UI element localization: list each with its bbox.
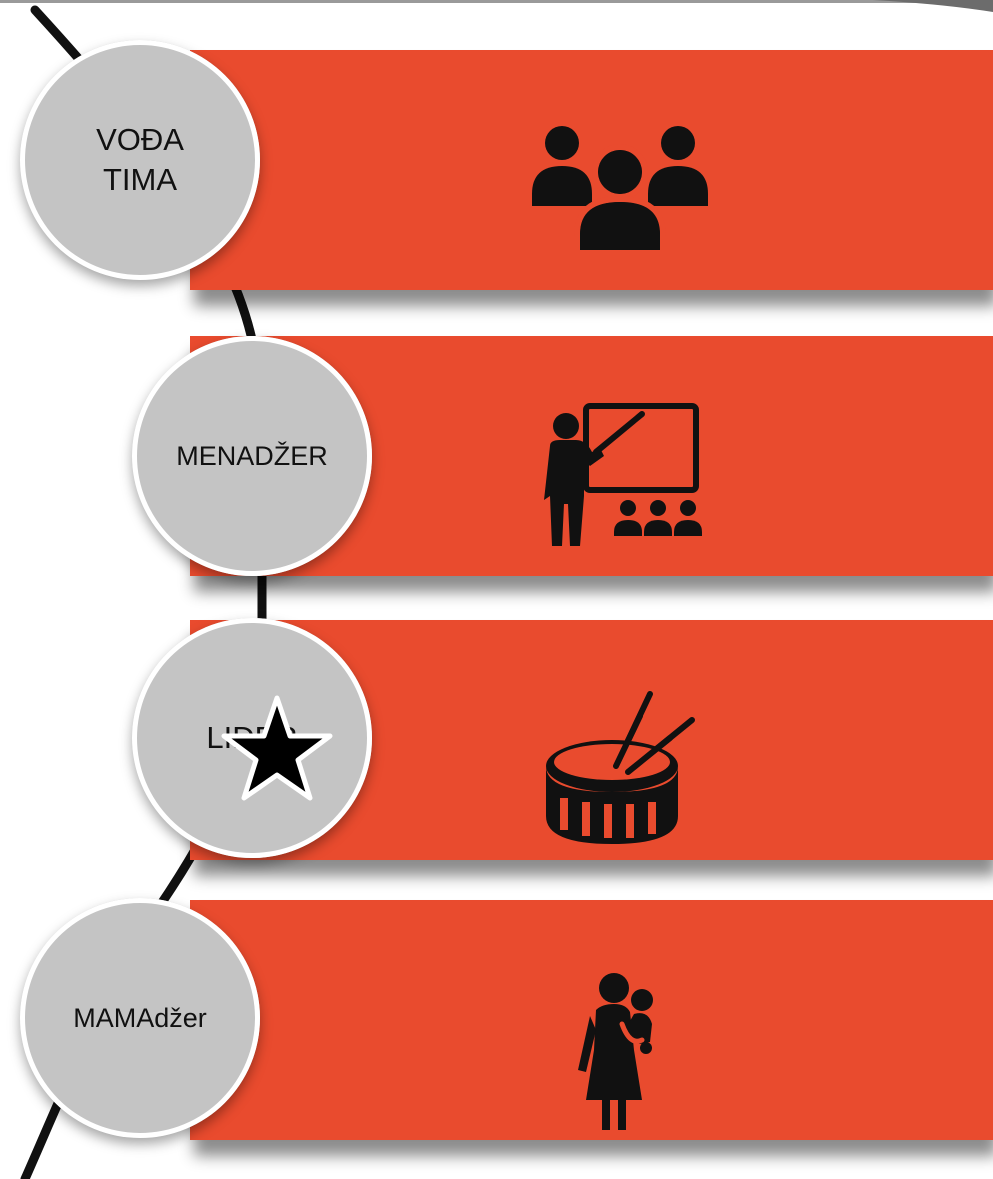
top-border <box>0 0 993 3</box>
drum-with-sticks-icon <box>530 680 710 850</box>
step-label-1: VOĐA TIMA <box>96 122 184 197</box>
team-group-icon <box>530 110 710 280</box>
step-label-2: MENADŽER <box>176 441 328 471</box>
star-icon <box>218 692 336 804</box>
step-label-4: MAMAdžer <box>73 1003 207 1033</box>
mother-carrying-child-icon <box>530 960 710 1130</box>
step-node-2: MENADŽER <box>132 336 372 576</box>
step-node-1: VOĐA TIMA <box>20 40 260 280</box>
corner-fragment <box>873 0 993 12</box>
step-band-4 <box>190 900 993 1140</box>
step-band-1 <box>190 50 993 290</box>
presenter-at-board-icon <box>530 396 710 566</box>
step-node-4: MAMAdžer <box>20 898 260 1138</box>
